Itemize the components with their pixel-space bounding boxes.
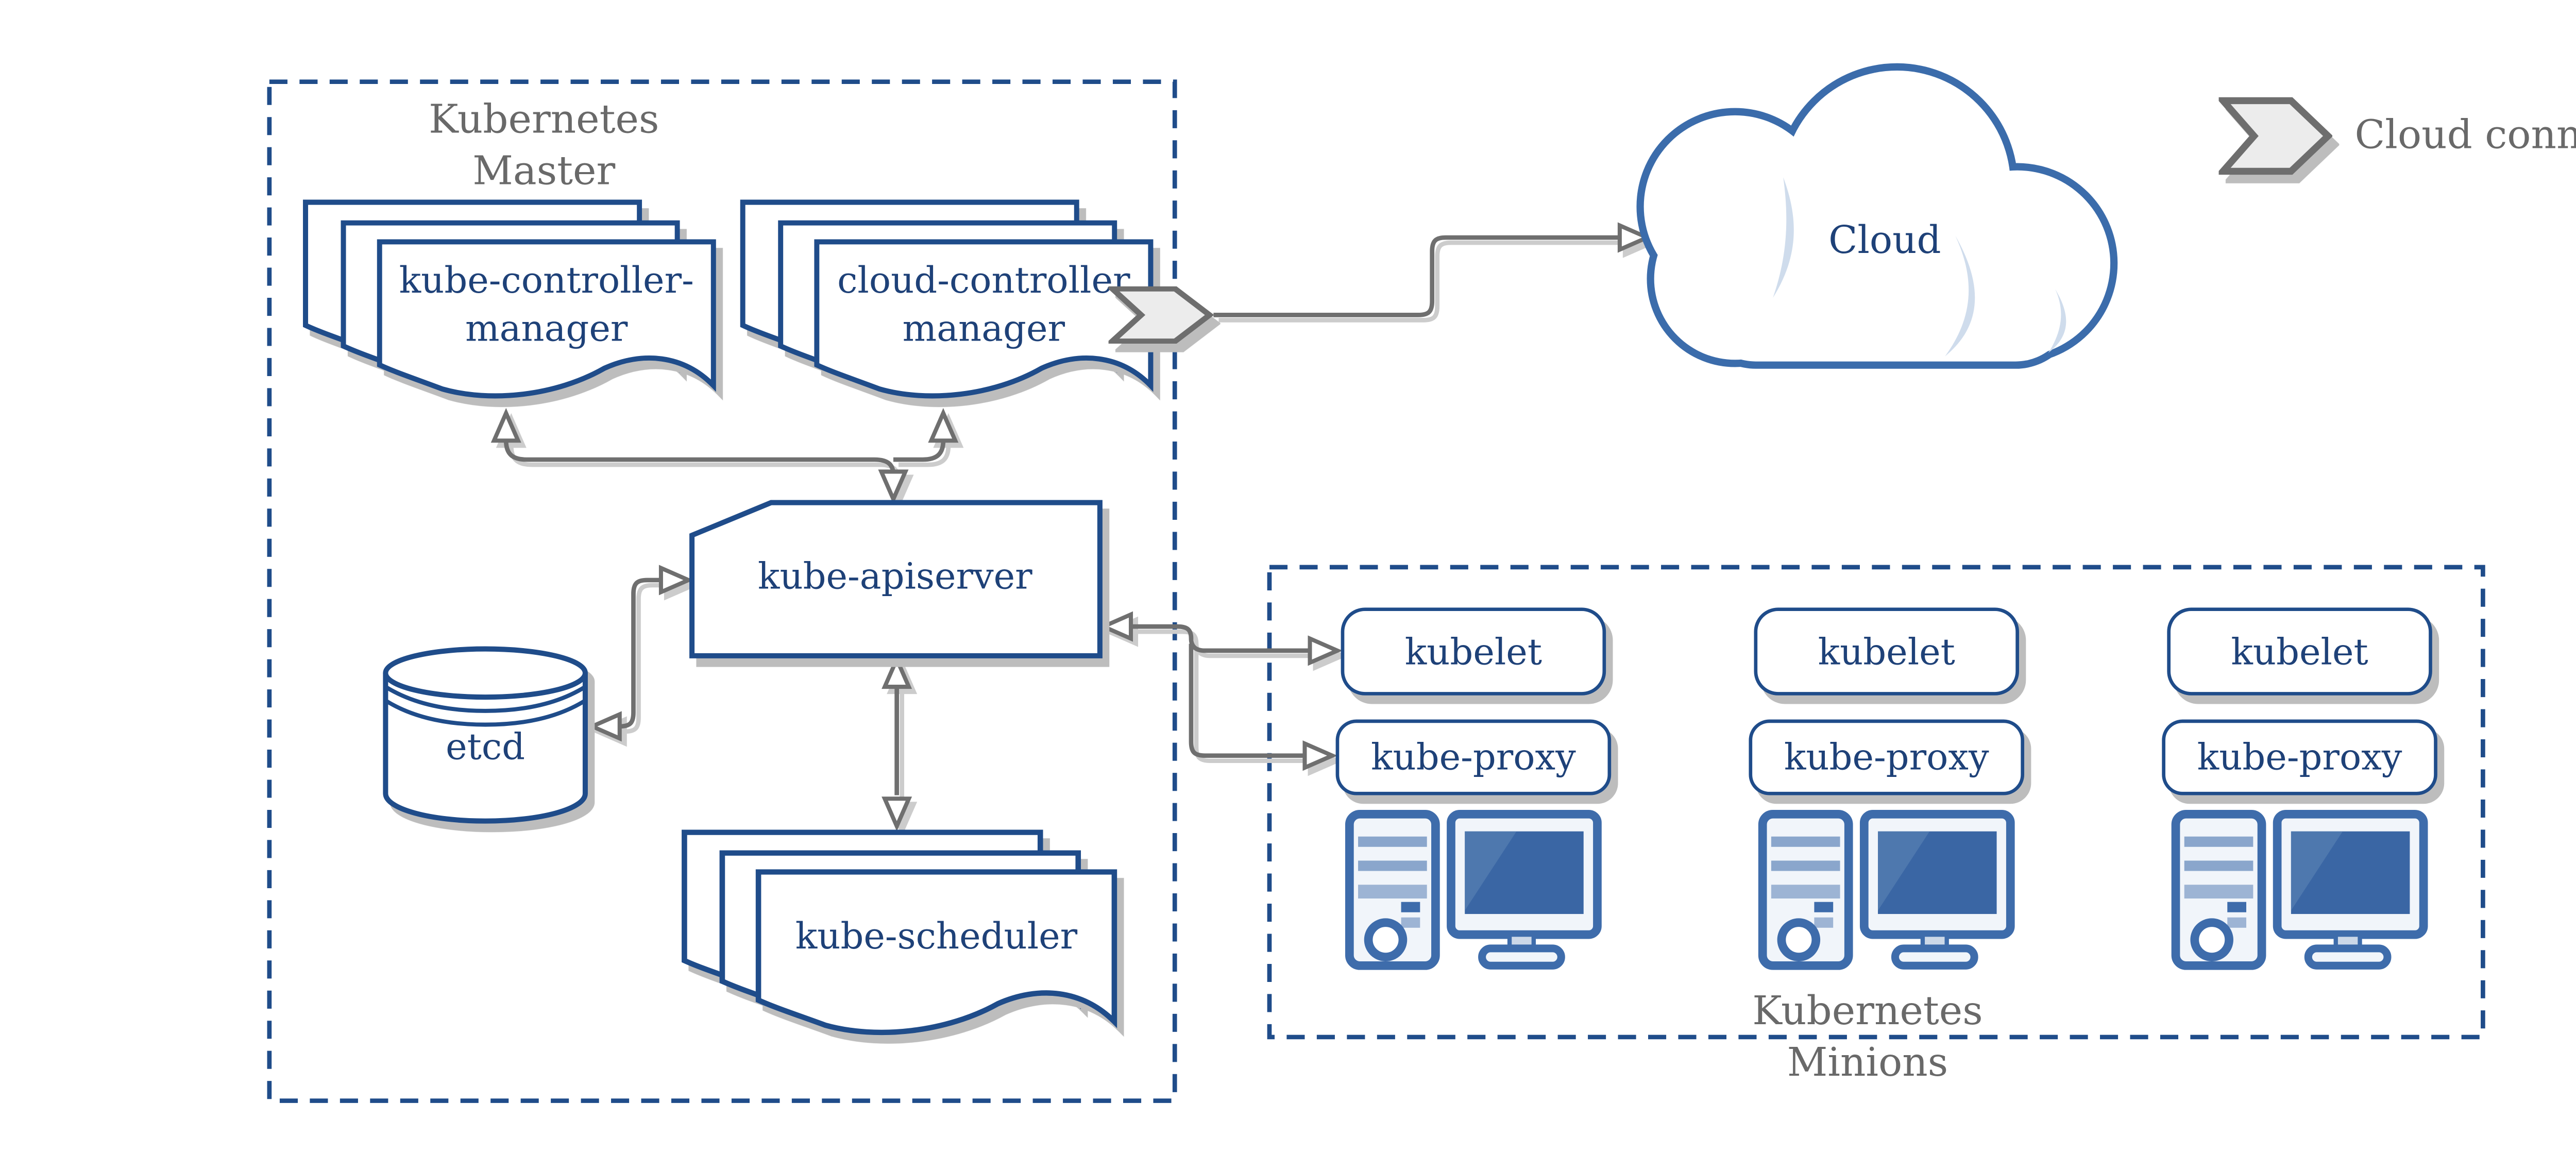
legend-label: Cloud connector bbox=[2354, 113, 2576, 159]
scheduler-label: kube-scheduler bbox=[795, 915, 1078, 957]
kube-proxy-label-1: kube-proxy bbox=[1371, 736, 1576, 778]
cloud-icon bbox=[1636, 63, 2118, 369]
kube-apiserver-shape bbox=[689, 500, 1103, 658]
workstation-icon-3 bbox=[2171, 809, 2429, 972]
arrowhead-up-apiserver-bottom bbox=[882, 654, 912, 689]
kubelet-box-1: kubelet bbox=[1341, 607, 1606, 696]
kube-proxy-label-3: kube-proxy bbox=[2197, 736, 2402, 778]
arrowhead-left-etcd bbox=[587, 711, 622, 742]
workstation-icon-1 bbox=[1344, 809, 1602, 972]
arrowhead-down-apiserver bbox=[878, 469, 909, 504]
arrowhead-right-apiserver-left bbox=[658, 565, 694, 596]
kcm-label-line1: kube-controller- bbox=[399, 260, 694, 301]
kubelet-label-1: kubelet bbox=[1404, 631, 1543, 672]
kube-apiserver-label: kube-apiserver bbox=[757, 556, 1032, 598]
kube-proxy-label-2: kube-proxy bbox=[1784, 736, 1989, 778]
workstation-icon-2 bbox=[1757, 809, 2015, 972]
kube-proxy-box-2: kube-proxy bbox=[1749, 719, 2025, 795]
master-title: Kubernetes Master bbox=[429, 98, 659, 195]
arrowhead-right-kube-proxy bbox=[1302, 740, 1337, 771]
kubelet-label-3: kubelet bbox=[2231, 631, 2368, 672]
kubernetes-minions-boundary bbox=[1267, 565, 2485, 1040]
kubelet-box-3: kubelet bbox=[2167, 607, 2432, 696]
kubernetes-master-boundary bbox=[267, 79, 1177, 1103]
arrowhead-right-kubelet bbox=[1308, 635, 1343, 666]
kcm-label-line2: manager bbox=[465, 308, 628, 350]
kubelet-label-2: kubelet bbox=[1818, 631, 1955, 672]
cloud-label: Cloud bbox=[1828, 219, 1941, 263]
ccm-label-line1: cloud-controller bbox=[837, 260, 1130, 301]
minions-title: Kubernetes Minions bbox=[1752, 990, 1983, 1087]
kube-scheduler-shape: kube-scheduler bbox=[682, 829, 1121, 1053]
arrowhead-left-apiserver-right bbox=[1098, 611, 1133, 642]
arrowhead-right-cloud bbox=[1617, 222, 1653, 253]
etcd-label: etcd bbox=[446, 726, 526, 768]
etcd-cylinder-icon bbox=[383, 646, 588, 824]
kube-proxy-box-1: kube-proxy bbox=[1335, 719, 1612, 795]
ccm-label-line2: manager bbox=[902, 308, 1065, 350]
cloud-connector-chevron-icon bbox=[1109, 286, 1214, 345]
kubelet-box-2: kubelet bbox=[1754, 607, 2019, 696]
arrowhead-down-scheduler bbox=[882, 796, 912, 832]
kube-proxy-box-3: kube-proxy bbox=[2162, 719, 2437, 795]
cloud-controller-manager-shape: cloud-controller manager bbox=[740, 200, 1154, 415]
legend-chevron-icon bbox=[2219, 96, 2333, 176]
kube-controller-manager-shape: kube-controller- manager bbox=[303, 200, 716, 415]
arrowhead-up-kcm bbox=[490, 408, 521, 443]
arrowhead-up-ccm bbox=[928, 408, 959, 443]
